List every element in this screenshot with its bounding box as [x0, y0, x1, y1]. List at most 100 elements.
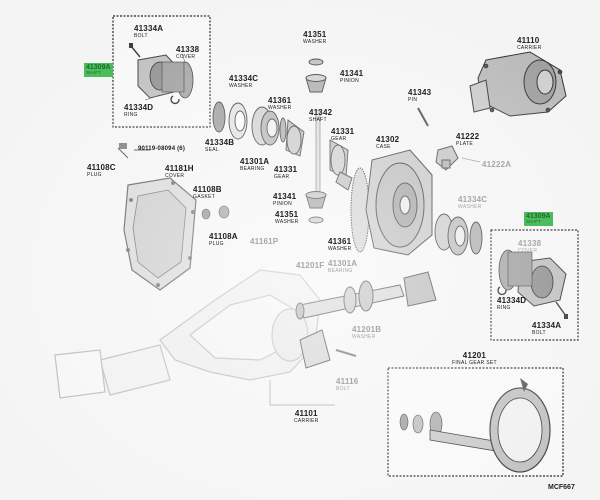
part-number: 90119-08094 (6) — [138, 146, 186, 152]
part-number: 41201B — [352, 325, 382, 334]
part-name: BOLT — [532, 330, 546, 336]
part-number: 41334D — [497, 296, 527, 305]
part-name: BEARING — [328, 268, 353, 274]
part-name: WASHER — [328, 246, 352, 252]
label-41331-mid: 41331 GEAR — [331, 128, 354, 142]
part-number: 41341 — [340, 69, 364, 78]
label-41351-top: 41351 WASHER — [303, 31, 327, 45]
part-number: 41161P — [250, 237, 279, 246]
label-41108a: 41108A PLUG — [209, 233, 238, 247]
part-number: 41343 — [408, 88, 432, 97]
part-number: 41301A — [240, 157, 270, 166]
part-number: 41108B — [193, 185, 222, 194]
label-41302: 41302 CASE — [376, 136, 399, 150]
label-41101: 41101 CARRIER — [294, 410, 319, 424]
part-number: 41116 — [336, 377, 359, 386]
label-41351-mid: 41351 WASHER — [275, 211, 299, 225]
part-name: PIN — [408, 97, 418, 103]
part-number: 41201F — [296, 261, 325, 270]
part-name: SHAFT — [526, 219, 541, 224]
part-number: 41302 — [376, 135, 400, 144]
part-name: SHAFT — [309, 117, 327, 123]
part-name: RING — [124, 112, 138, 118]
part-name: GASKET — [193, 194, 216, 200]
part-name: PINION — [273, 201, 293, 207]
label-41301a-mid: 41301A BEARING — [328, 260, 357, 274]
part-name: CARRIER — [517, 45, 542, 51]
part-name: PLATE — [456, 141, 473, 147]
part-name: COVER — [165, 173, 185, 179]
part-name: SEAL — [205, 147, 219, 153]
label-41110: 41110 CARRIER — [517, 37, 542, 51]
label-41334d-right: 41334D RING — [497, 297, 526, 311]
part-name: PLUG — [87, 172, 102, 178]
part-name: WASHER — [275, 219, 299, 225]
label-41341-mid: 41341 PINION — [273, 193, 296, 207]
label-90119: 90119-08094 (6) — [138, 146, 185, 152]
label-41309a-left[interactable]: 41309A SHAFT — [84, 63, 113, 77]
part-name: WASHER — [268, 105, 292, 111]
part-number: 41361 — [268, 96, 292, 105]
part-number: 41110 — [517, 36, 540, 45]
part-number: 41108A — [209, 232, 238, 241]
part-number: 41334D — [124, 103, 154, 112]
label-41161p: 41161P — [250, 238, 278, 246]
part-number: 41309A — [526, 213, 551, 220]
label-41222: 41222 PLATE — [456, 133, 479, 147]
part-name: COVER — [518, 248, 538, 254]
part-number: 41338 — [176, 45, 200, 54]
label-41181h: 41181H COVER — [165, 165, 194, 179]
label-41334c-right: 41334C WASHER — [458, 196, 487, 210]
part-name: CASE — [376, 144, 391, 150]
label-41343: 41343 PIN — [408, 89, 431, 103]
label-41108b: 41108B GASKET — [193, 186, 222, 200]
part-name: CARRIER — [294, 418, 319, 424]
part-number: 41101 — [294, 409, 318, 418]
part-name: BOLT — [134, 33, 148, 39]
part-number: 41181H — [165, 164, 194, 173]
part-number: 41222 — [456, 132, 480, 141]
label-41222a: 41222A — [482, 161, 511, 169]
part-name: WASHER — [303, 39, 327, 45]
part-number: 41201 — [462, 351, 487, 360]
part-number: 41108C — [87, 163, 116, 172]
part-number: 41334A — [134, 24, 164, 33]
label-41334d-top: 41334D RING — [124, 104, 153, 118]
part-number: 41334A — [532, 321, 562, 330]
label-41361: 41361 WASHER — [268, 97, 292, 111]
part-number: 41351 — [303, 30, 327, 39]
label-41331-left: 41331 GEAR — [274, 166, 297, 180]
label-41338-top: 41338 COVER — [176, 46, 199, 60]
part-number: 41351 — [275, 210, 299, 219]
part-name: WASHER — [229, 83, 253, 89]
part-number: 41309A — [86, 64, 111, 71]
part-name: BOLT — [336, 386, 350, 392]
label-41116: 41116 BOLT — [336, 378, 358, 392]
part-name: FINAL GEAR SET — [452, 360, 497, 366]
figure-code: MCF667 — [548, 484, 575, 491]
part-number: 41334C — [229, 74, 259, 83]
part-name: WASHER — [458, 204, 482, 210]
part-number: 41361 — [328, 237, 352, 246]
part-number: 41334B — [205, 138, 235, 147]
part-name: GEAR — [331, 136, 347, 142]
part-number: 41222A — [482, 160, 512, 169]
label-41201: 41201 FINAL GEAR SET — [452, 352, 497, 366]
label-41334a-top: 41334A BOLT — [134, 25, 163, 39]
part-name: WASHER — [352, 334, 376, 340]
part-number: 41342 — [309, 108, 333, 117]
part-name: GEAR — [274, 174, 290, 180]
part-name: COVER — [176, 54, 196, 60]
part-number: 41301A — [328, 259, 358, 268]
part-name: RING — [497, 305, 511, 311]
part-name: SHAFT — [86, 70, 101, 75]
part-number: 41334C — [458, 195, 488, 204]
label-41338-right: 41338 COVER — [518, 240, 541, 254]
label-41342: 41342 SHAFT — [309, 109, 332, 123]
part-number: 41331 — [274, 165, 298, 174]
label-41309a-right[interactable]: 41309A SHAFT — [524, 212, 553, 226]
part-name: PLUG — [209, 241, 224, 247]
label-41334b: 41334B SEAL — [205, 139, 234, 153]
